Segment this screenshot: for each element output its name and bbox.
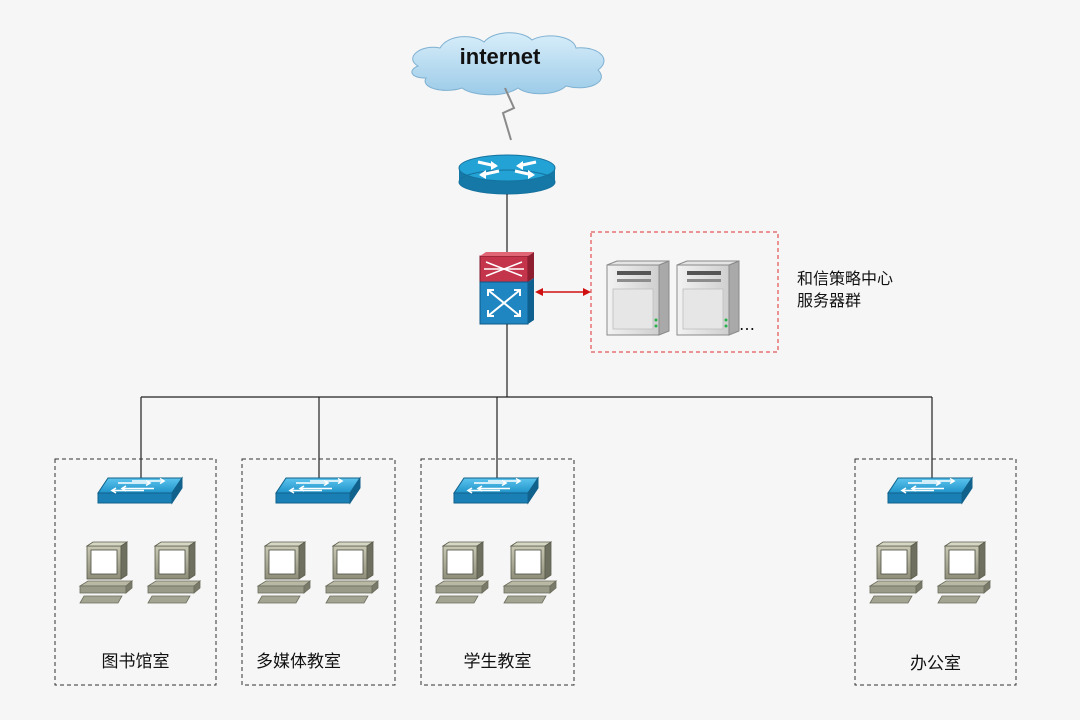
pc-icon (79, 541, 133, 604)
access-switch-icon (887, 477, 973, 504)
access-switch-icon (97, 477, 183, 504)
room-box-multimedia (241, 458, 396, 686)
access-switch-icon (453, 477, 539, 504)
pc-icon (869, 541, 923, 604)
pc-icon (325, 541, 379, 604)
pc-icon (147, 541, 201, 604)
internet-label: internet (459, 44, 541, 69)
server-link (535, 288, 591, 296)
room-label-office: 办公室 (910, 654, 961, 674)
server-caption-line1: 和信策略中心 (797, 269, 894, 288)
core-switch-icon (479, 252, 534, 325)
room-label-student: 学生教室 (463, 652, 532, 672)
server-group-caption: 和信策略中心 服务器群 (797, 268, 893, 312)
distribution-links (140, 324, 933, 478)
server-icon (606, 260, 670, 336)
pc-icon (937, 541, 991, 604)
access-switch-icon (275, 477, 361, 504)
pc-icon (257, 541, 311, 604)
pc-icon (503, 541, 557, 604)
room-label-multimedia: 多媒体教室 (256, 652, 341, 672)
router-icon (458, 154, 556, 195)
server-caption-line2: 服务器群 (797, 291, 862, 310)
room-box-student (420, 458, 575, 686)
more-servers-ellipsis: … (739, 315, 755, 334)
room-box-library (54, 458, 217, 686)
pc-icon (435, 541, 489, 604)
room-label-library: 图书馆室 (101, 652, 170, 672)
internet-cloud (411, 32, 605, 96)
server-icon (676, 260, 740, 336)
room-box-office (854, 458, 1017, 686)
internet-link (501, 87, 516, 141)
server-group-box (590, 231, 779, 353)
